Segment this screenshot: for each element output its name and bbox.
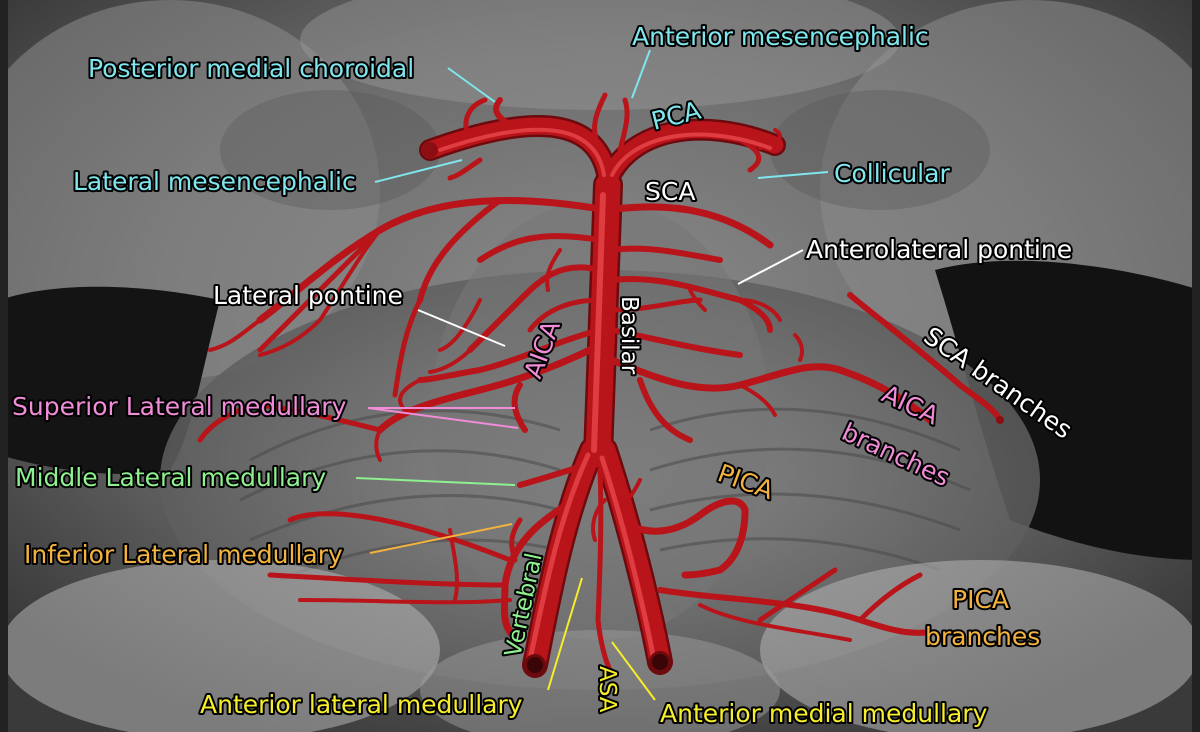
label-asa: ASA (594, 666, 620, 713)
label-superior-lateral-medullary: Superior Lateral medullary (12, 392, 347, 421)
label-pica-branches-line1: PICA (952, 585, 1009, 614)
label-lateral-pontine: Lateral pontine (213, 281, 403, 310)
label-anterior-lateral-medullary: Anterior lateral medullary (200, 690, 523, 719)
label-anterior-mesencephalic: Anterior mesencephalic (632, 22, 929, 51)
label-sca: SCA (645, 177, 695, 206)
label-posterior-medial-choroidal: Posterior medial choroidal (88, 54, 414, 83)
label-collicular: Collicular (834, 159, 950, 188)
label-anterior-medial-medullary: Anterior medial medullary (660, 699, 988, 728)
label-lateral-mesencephalic: Lateral mesencephalic (73, 167, 356, 196)
label-basilar: Basilar (616, 296, 642, 375)
label-inferior-lateral-medullary: Inferior Lateral medullary (24, 540, 343, 569)
label-middle-lateral-medullary: Middle Lateral medullary (15, 463, 326, 492)
label-pica-branches-line2: branches (925, 622, 1040, 651)
label-anterolateral-pontine: Anterolateral pontine (806, 235, 1072, 264)
